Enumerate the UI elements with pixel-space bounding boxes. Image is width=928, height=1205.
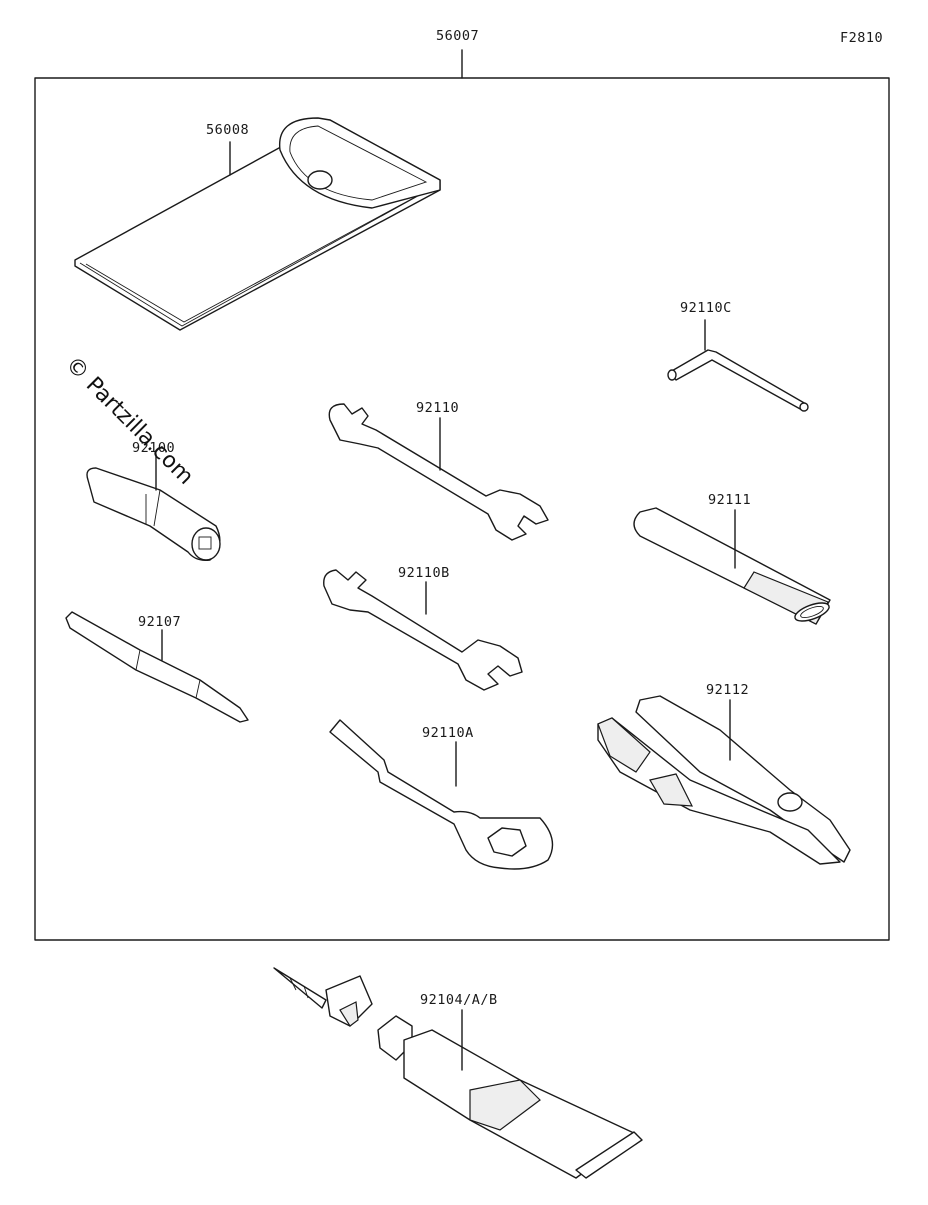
ring-wrench-drawing	[329, 719, 554, 870]
label-92112: 92112	[706, 682, 750, 698]
label-92110a: 92110A	[422, 725, 474, 741]
label-92110: 92110	[416, 400, 460, 416]
label-56007: 56007	[436, 28, 480, 44]
label-92100: 92100	[132, 440, 176, 456]
label-56008: 56008	[206, 122, 250, 138]
label-92110b: 92110B	[398, 565, 450, 581]
hex-wrench-drawing	[667, 319, 809, 412]
label-92110c: 92110C	[680, 300, 732, 316]
pliers-drawing	[597, 695, 851, 865]
label-92104-a-b: 92104/A/B	[420, 992, 498, 1008]
screwdriver-drawing	[65, 611, 249, 723]
kit-frame	[34, 49, 890, 941]
socket-bar-drawing	[633, 507, 831, 625]
label-92111: 92111	[708, 492, 752, 508]
figure-code: F2810	[840, 30, 884, 46]
grease-tube-drawing	[273, 967, 643, 1179]
wrench-92110-drawing	[328, 403, 549, 541]
label-92107: 92107	[138, 614, 182, 630]
wrench-92110b-drawing	[323, 569, 523, 691]
tool-case-drawing	[74, 117, 441, 331]
socket-driver-drawing	[86, 453, 221, 562]
